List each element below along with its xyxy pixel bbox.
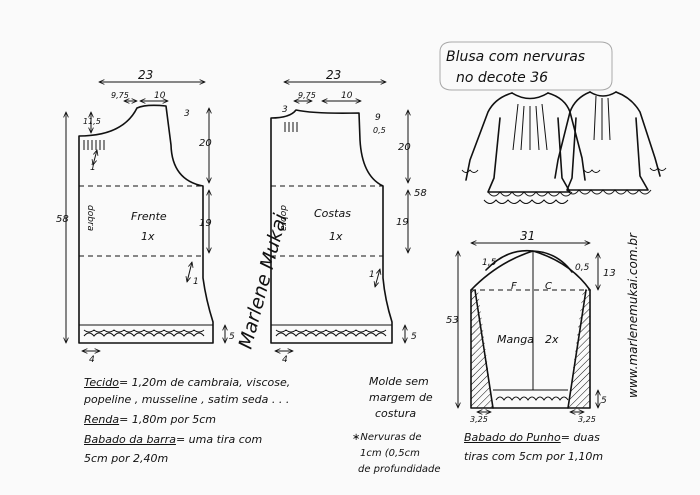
sleeve-cap-height-label: 13	[603, 268, 616, 279]
hem-ruffle-label: Babado da barra	[84, 433, 176, 446]
back-piece-qty: 1x	[329, 230, 343, 243]
sleeve-cap-left-label: 1,5	[482, 258, 497, 268]
sleeve-width-label: 31	[520, 229, 535, 243]
hem-ruffle-line-2: 5cm por 2,40m	[84, 452, 169, 465]
mold-note-line-2: margem de	[369, 391, 433, 404]
front-hem-band-label: 5	[229, 332, 235, 342]
front-armhole-label: 20	[199, 138, 212, 149]
back-neck-label: 9,75	[298, 91, 316, 100]
back-pleat-label: 0,5	[373, 126, 386, 135]
blouse-back-sketch	[554, 91, 667, 195]
sleeve-front-label: F	[511, 281, 517, 292]
hem-ruffle-note: Babado da barra= uma tira com	[84, 433, 262, 447]
front-hem-step-label: 4	[89, 355, 95, 365]
blouse-front-sketch	[461, 92, 601, 204]
sleeve-cap-right-label: 0,5	[575, 263, 590, 273]
front-piece-qty: 1x	[141, 230, 155, 243]
front-width-label: 23	[138, 68, 153, 82]
front-pattern-piece: 23 9,75 10 11,5 3 1 20 19 58 1 5 4 dobra…	[56, 68, 235, 365]
front-lace-band	[83, 329, 205, 337]
back-width-label: 23	[326, 68, 341, 82]
sleeve-back-label: C	[545, 281, 552, 292]
back-side-label: 19	[396, 217, 409, 228]
front-shoulder-drop-label: 3	[184, 109, 190, 119]
pleat-note-line-1: ∗Nervuras de	[352, 432, 422, 443]
back-armhole-label: 20	[398, 142, 411, 153]
sleeve-pattern-piece: 31 1,5 0,5 13 F C Manga 2x 53 5 3,25 3,2…	[446, 229, 616, 424]
front-neck-start-label: 1	[90, 163, 96, 173]
hem-ruffle-line-1: = uma tira com	[175, 433, 263, 446]
front-length-label: 58	[56, 214, 69, 225]
back-shoulder-drop-label: 9	[375, 113, 381, 123]
back-lace-band	[275, 329, 387, 337]
back-pattern-piece: 23 3 9,75 10 9 0,5 20 19 58 1 5 4 dobra …	[270, 68, 427, 365]
front-neck-label: 9,75	[111, 91, 129, 100]
sleeve-cuff-label: 5	[601, 396, 607, 406]
sleeve-piece-name: Manga	[497, 333, 534, 346]
back-neck-drop-label: 3	[282, 105, 288, 115]
front-shoulder-label: 10	[154, 91, 166, 101]
pleat-note-line-3: de profundidade	[358, 464, 441, 475]
title-block: Blusa com nervuras no decote 36	[439, 41, 613, 91]
back-hem-step-label: 4	[282, 355, 288, 365]
sleeve-right-inset-label: 3,25	[578, 415, 596, 424]
front-side-label: 19	[199, 218, 212, 229]
lace-text: = 1,80m por 5cm	[119, 413, 217, 426]
back-piece-name: Costas	[314, 207, 351, 220]
fabric-note: Tecido= 1,20m de cambraia, viscose,	[84, 376, 290, 390]
fabric-label: Tecido	[84, 376, 119, 389]
title-line-1: Blusa com nervuras	[446, 49, 585, 65]
front-neck-depth-label: 11,5	[83, 117, 101, 126]
cuff-ruffle-note: Babado do Punho= duas	[464, 431, 600, 445]
mold-note-line-1: Molde sem	[369, 375, 429, 388]
lace-note: Renda= 1,80m por 5cm	[84, 413, 216, 427]
back-length-label: 58	[414, 188, 427, 199]
front-fold-label: dobra	[85, 205, 95, 231]
back-fold-label: dobra	[278, 205, 288, 231]
fabric-line-1: = 1,20m de cambraia, viscose,	[118, 376, 291, 389]
cuff-ruffle-label: Babado do Punho	[464, 431, 561, 444]
back-hem-curve-label: 1	[369, 270, 375, 280]
website-text: www.marlenemukai.com.br	[626, 232, 640, 398]
pleat-note-line-2: 1cm (0,5cm	[360, 448, 420, 459]
sleeve-left-inset-label: 3,25	[470, 415, 488, 424]
back-hem-band-label: 5	[411, 332, 417, 342]
cuff-ruffle-line-2: tiras com 5cm por 1,10m	[464, 450, 604, 463]
sleeve-length-label: 53	[446, 315, 459, 326]
lace-label: Renda	[84, 413, 120, 426]
mold-note-line-3: costura	[375, 407, 417, 420]
title-line-2: no decote 36	[456, 70, 548, 86]
signature: Marlene Mukai	[235, 211, 292, 352]
cuff-ruffle-line-1: = duas	[560, 431, 600, 444]
sleeve-piece-qty: 2x	[545, 333, 559, 346]
fabric-line-2: popeline , musseline , satim seda . . .	[84, 393, 290, 406]
front-hem-curve-label: 1	[193, 277, 199, 287]
front-piece-name: Frente	[131, 210, 167, 223]
back-shoulder-label: 10	[341, 91, 353, 101]
